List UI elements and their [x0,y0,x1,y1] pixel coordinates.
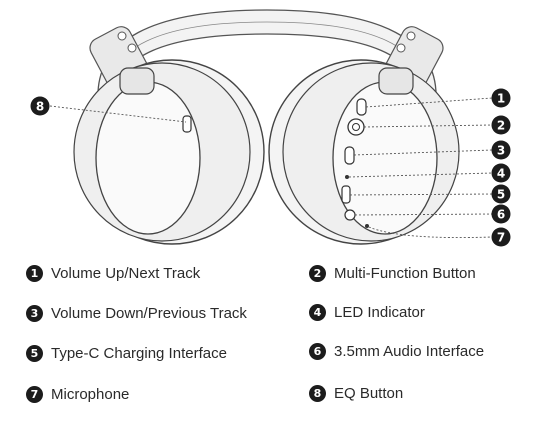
leader-line-7 [368,226,493,239]
type-c-port-shape [341,185,351,204]
legend-item-4: 4 LED Indicator [309,304,425,321]
legend-label-led: LED Indicator [334,304,425,321]
legend-number-1: 1 [26,265,43,282]
eq-button-shape [182,115,192,133]
legend-number-5: 5 [26,345,43,362]
callout-7: 7 [491,227,511,247]
legend-label-multi-function: Multi-Function Button [334,265,476,282]
legend-label-type-c: Type-C Charging Interface [51,345,227,362]
callout-5-number: 5 [497,188,505,202]
legend-label-eq: EQ Button [334,385,404,402]
legend-item-8: 8 EQ Button [309,385,403,402]
left-hinge [119,67,155,95]
leader-line-3 [353,149,493,156]
legend-number-2: 2 [309,265,326,282]
callout-2-number: 2 [497,119,505,133]
legend-number-4: 4 [309,304,326,321]
right-hinge [378,67,414,95]
legend-item-3: 3 Volume Down/Previous Track [26,305,247,322]
callout-3-number: 3 [497,144,505,158]
callout-4: 4 [491,163,511,183]
legend-item-2: 2 Multi-Function Button [309,265,476,282]
left-earcup-plate [95,81,201,235]
legend-item-7: 7 Microphone [26,386,129,403]
callout-2: 2 [491,115,511,135]
legend-number-6: 6 [309,343,326,360]
legend-label-audio: 3.5mm Audio Interface [334,343,485,360]
callout-4-number: 4 [497,167,505,181]
legend-label-microphone: Microphone [51,386,130,403]
legend-label-volume-up: Volume Up/Next Track [51,265,201,282]
callout-6: 6 [491,204,511,224]
legend-item-6: 6 3.5mm Audio Interface [309,343,484,360]
leader-line-1 [365,97,493,108]
led-indicator-shape [345,175,349,179]
legend-number-7: 7 [26,386,43,403]
volume-down-button-shape [344,146,355,165]
headphones-diagram: 1 2 3 4 5 6 7 8 [30,9,511,247]
callout-1: 1 [491,88,511,108]
callout-1-number: 1 [497,92,505,106]
callout-3: 3 [491,140,511,160]
callout-8: 8 [30,96,50,116]
leader-line-8 [49,105,187,123]
leader-line-2 [363,124,493,128]
right-slider-hole [406,31,416,41]
legend-item-1: 1 Volume Up/Next Track [26,265,200,282]
legend-number-8: 8 [309,385,326,402]
left-slider-hole [127,43,137,53]
legend-label-volume-down: Volume Down/Previous Track [51,305,247,322]
legend-number-3: 3 [26,305,43,322]
microphone-shape [365,224,369,228]
callout-6-number: 6 [497,208,505,222]
volume-up-button-shape [356,98,367,116]
left-slider-hole [117,31,127,41]
callout-8-number: 8 [36,100,44,114]
multi-function-button-center [352,123,360,131]
callout-5: 5 [491,184,511,204]
leader-line-6 [354,213,493,216]
callout-7-number: 7 [497,231,505,245]
right-slider-hole [396,43,406,53]
legend-item-5: 5 Type-C Charging Interface [26,345,227,362]
leader-lines [49,97,493,239]
audio-jack-shape [344,209,356,221]
